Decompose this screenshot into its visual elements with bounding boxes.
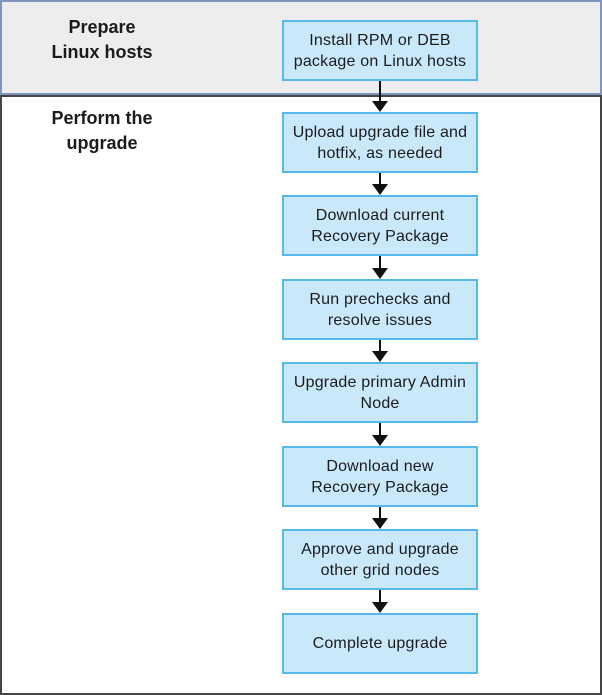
step-upgrade-primary-admin-node: Upgrade primary Admin Node — [282, 362, 478, 423]
arrow-head-icon — [371, 435, 388, 446]
arrow-down-icon — [371, 81, 388, 112]
arrow-shaft — [378, 173, 381, 184]
arrow-shaft — [378, 507, 381, 518]
arrow-head-icon — [371, 101, 388, 112]
step-download-new-recovery-package: Download new Recovery Package — [282, 446, 478, 507]
arrow-shaft — [378, 81, 381, 101]
arrow-down-icon — [371, 590, 388, 613]
arrow-head-icon — [371, 351, 388, 362]
step-complete-upgrade: Complete upgrade — [282, 613, 478, 674]
section-title-perform: Perform the upgrade — [51, 108, 153, 153]
step-run-prechecks: Run prechecks and resolve issues — [282, 279, 478, 340]
section-title-prepare: Prepare Linux hosts — [51, 17, 153, 62]
arrow-shaft — [378, 256, 381, 268]
arrow-head-icon — [371, 184, 388, 195]
step-install-rpm-deb-package: Install RPM or DEB package on Linux host… — [282, 20, 478, 81]
arrow-down-icon — [371, 173, 388, 195]
arrow-head-icon — [371, 268, 388, 279]
step-upload-upgrade-file: Upload upgrade file and hotfix, as neede… — [282, 112, 478, 173]
arrow-head-icon — [371, 602, 388, 613]
arrow-shaft — [378, 423, 381, 435]
step-download-current-recovery-package: Download current Recovery Package — [282, 195, 478, 256]
arrow-down-icon — [371, 340, 388, 362]
arrow-shaft — [378, 340, 381, 351]
arrow-down-icon — [371, 256, 388, 279]
arrow-down-icon — [371, 507, 388, 529]
arrow-head-icon — [371, 518, 388, 529]
arrow-shaft — [378, 590, 381, 602]
arrow-down-icon — [371, 423, 388, 446]
step-approve-upgrade-grid-nodes: Approve and upgrade other grid nodes — [282, 529, 478, 590]
